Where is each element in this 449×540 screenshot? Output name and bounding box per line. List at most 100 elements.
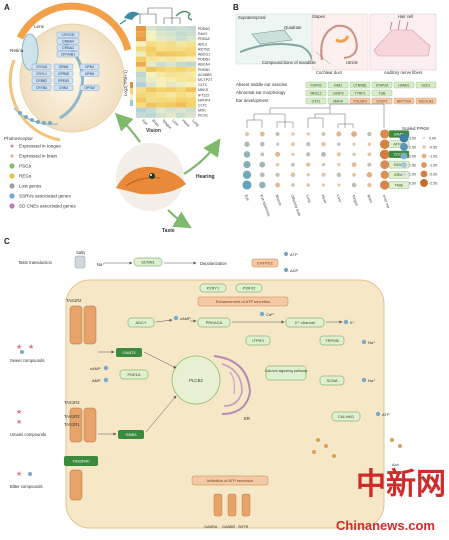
dot [336, 172, 341, 177]
dot-col-label: Muscle [275, 194, 283, 206]
photoreceptor-row [13, 107, 59, 125]
dotplot-dendrogram [246, 103, 385, 128]
dot [306, 132, 310, 136]
row-label: Ear development [236, 98, 269, 103]
scale-dot [421, 153, 427, 159]
scale-value: -1.00 [429, 154, 437, 158]
scale-value: 0.00 [429, 136, 436, 140]
dot [291, 162, 295, 167]
dot [380, 160, 390, 170]
entpd2-box [251, 258, 279, 268]
legend-label: Expressed in brain [19, 154, 57, 159]
scale-dot [399, 133, 409, 143]
pde1a-box [119, 369, 149, 380]
salty-label: Salty [76, 250, 86, 255]
heatmap-cell [156, 82, 166, 88]
heatmap-cell [176, 71, 186, 77]
scnn1-label: SCNN1 [141, 260, 155, 265]
bitter-receptor [69, 469, 83, 501]
dot-gene-label: COCH [394, 153, 405, 157]
hearing-label: Hearing [196, 174, 215, 180]
retina-gene: CRYBA [36, 86, 48, 90]
heatmap-cell [186, 92, 196, 98]
heatmap-cell [176, 41, 186, 47]
scale-value: 1.00 [409, 172, 416, 176]
heatmap-cell [166, 61, 176, 67]
dot [367, 142, 372, 146]
heatmap-col-label: Eye [141, 119, 148, 126]
heatmap-cell [156, 102, 166, 108]
na-right2: Na⁺ [368, 378, 375, 383]
heatmap-cell [186, 71, 196, 77]
scale-value: 2.00 [409, 154, 416, 158]
heatmap-cell [136, 51, 146, 57]
calcium-pathway-label: Calcium signaling pathway [265, 369, 308, 373]
dot-gene-label: TMIE [395, 183, 404, 187]
heatmap-ylabel: Log2(TPM+1) [123, 70, 128, 96]
heatmap-cell [186, 36, 196, 42]
heatmap-cell [186, 107, 196, 113]
heatmap-cell [176, 82, 186, 88]
dot [259, 131, 265, 137]
heatmap-cell [176, 51, 186, 57]
heatmap-col-label: Liver [171, 119, 180, 128]
ear-gene: GMO [334, 83, 342, 87]
heatmap-gene-label: RAX2 [198, 32, 207, 36]
dot [380, 129, 390, 139]
scale-value: -2.50 [429, 181, 437, 185]
dot [259, 172, 265, 178]
lens-gene-boxes: CRYGN CRBA4 CRBA1 CRYBB1 [56, 31, 80, 58]
bitter-label: Bitter compounds [10, 484, 43, 489]
row-label: Abnormal ear morphology [236, 90, 286, 95]
heatmap-cell [136, 102, 146, 108]
heatmap-gene-label: RETN2 [198, 47, 210, 51]
heatmap-cell [186, 61, 196, 67]
atp-top: ATP [290, 252, 298, 257]
dot-col-label: Lung [305, 194, 311, 203]
heatmap-cell [176, 97, 186, 103]
lens-label: Lens [34, 24, 45, 29]
bird-icon [119, 11, 140, 25]
dot [379, 149, 390, 160]
dot [351, 131, 357, 137]
scale-value: -0.50 [429, 145, 437, 149]
legend-label: SSRVs associated genes [19, 194, 71, 199]
adcy-label: ADCY [135, 320, 146, 325]
tas1r3-1-label: TAS1R3 [64, 400, 80, 405]
tas1r2-label: TAS1R2 [66, 298, 82, 303]
heatmap-cell [146, 61, 156, 67]
heatmap-cell [136, 87, 146, 93]
plcb2-hub [171, 355, 221, 405]
scale-dot [420, 170, 428, 178]
heatmap-cell [176, 26, 186, 32]
watermark-title: 中新网 [356, 468, 446, 501]
panel-b-letter: B [233, 3, 239, 12]
ach-label: Ach [392, 462, 399, 467]
heatmap-cell [136, 66, 146, 72]
dot-col-label: Heart [321, 194, 328, 204]
dot-gene-label: GRM7 [394, 173, 404, 177]
dot [380, 180, 390, 190]
ear-gene: TYRP1 [355, 91, 366, 95]
prkaca-box [197, 317, 231, 328]
heatmap-cell [166, 92, 176, 98]
heatmap-gene-label: PDE6H [198, 58, 210, 62]
heatmap-cell [166, 66, 176, 72]
heatmap-col-label: Brain [151, 119, 160, 128]
retina-gene: GRM6 [59, 65, 69, 69]
ear-gene: MAFB [333, 99, 343, 103]
taste-transduction-label: Taste transduction [18, 260, 53, 265]
svg-text:★: ★ [16, 418, 22, 426]
ear-gene: CTNNB1 [353, 83, 367, 87]
heatmap-gene-label: MKKS [198, 88, 209, 92]
dot [306, 162, 311, 167]
heatmap-cell [186, 46, 196, 52]
tas1r1-label: TAS1R1 [64, 422, 80, 427]
dot [242, 180, 252, 190]
p2ry1-box [199, 283, 227, 293]
heatmap-cell [146, 51, 156, 57]
hair-cell-label: Hair cell [398, 14, 413, 19]
heatmap-cell [156, 31, 166, 37]
legend-dot [9, 203, 15, 209]
ear-gene: GTDP1 [376, 99, 387, 103]
